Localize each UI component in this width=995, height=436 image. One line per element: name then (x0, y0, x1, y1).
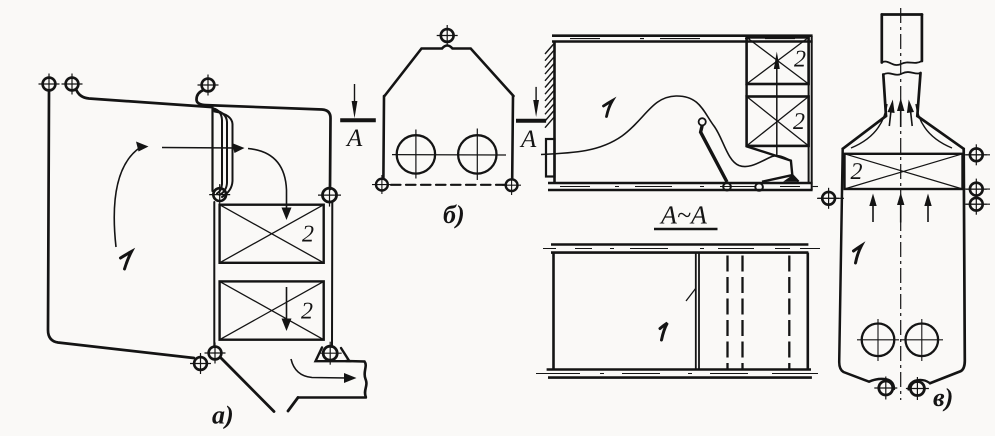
svg-text:2: 2 (302, 222, 314, 248)
svg-text:А: А (519, 126, 537, 153)
svg-text:2: 2 (793, 109, 805, 135)
svg-text:2: 2 (851, 159, 863, 185)
svg-text:а): а) (212, 401, 234, 430)
svg-text:2: 2 (794, 47, 806, 73)
svg-text:в): в) (933, 383, 953, 412)
svg-text:б): б) (443, 200, 465, 229)
svg-text:А: А (345, 125, 363, 152)
svg-text:2: 2 (301, 299, 313, 325)
svg-text:А~А: А~А (659, 201, 707, 230)
